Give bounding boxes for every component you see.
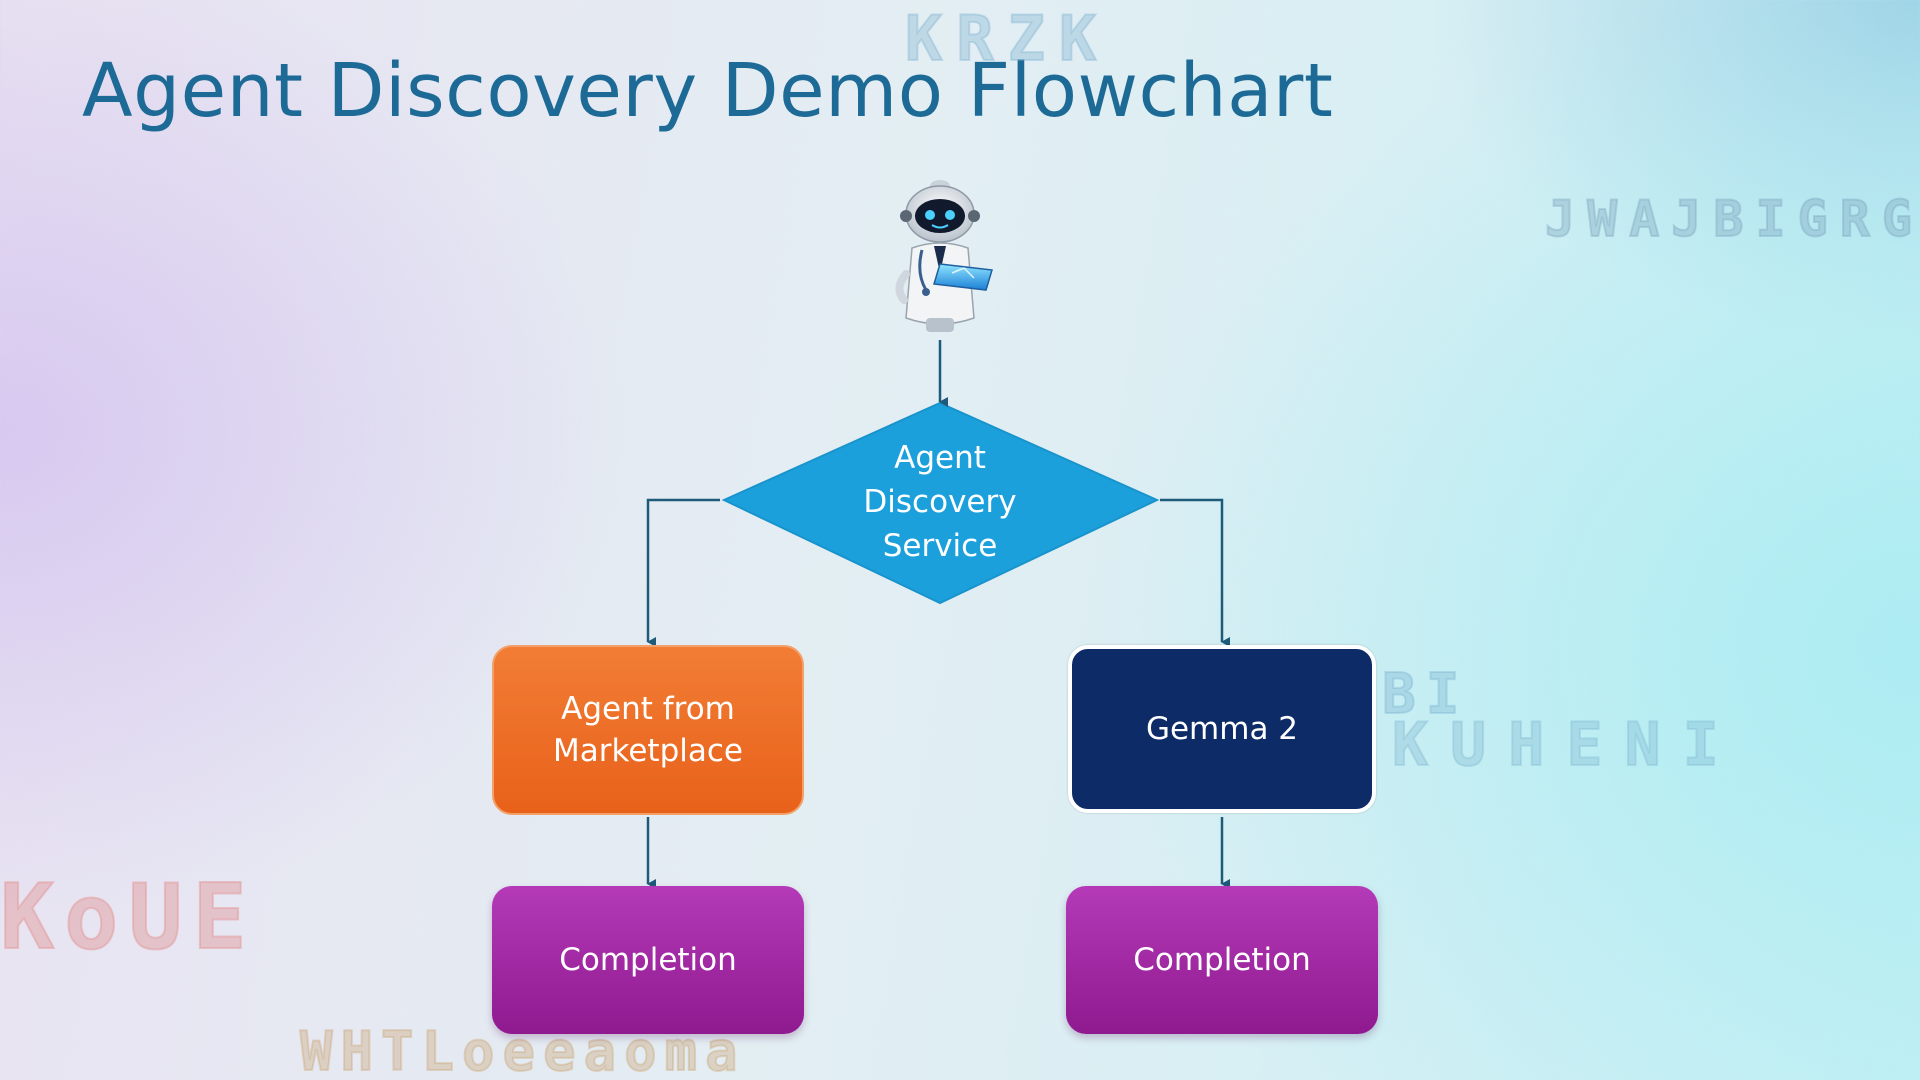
connector-decision-to-gemma: [1160, 498, 1230, 647]
decorative-watermark-mid-upper: BI: [1381, 661, 1470, 728]
agent-from-marketplace-label: Agent from Marketplace: [553, 691, 743, 769]
decorative-watermark-left: KoUE: [0, 864, 257, 971]
agent-from-marketplace-node: Agent from Marketplace: [492, 645, 804, 815]
completion-right-label: Completion: [1133, 942, 1311, 978]
connector-decision-to-marketplace: [646, 498, 720, 647]
gemma-2-label: Gemma 2: [1145, 711, 1299, 747]
slide-title: Agent Discovery Demo Flowchart: [82, 48, 1334, 134]
decorative-watermark-top: KRZK: [904, 1, 1111, 76]
completion-left-label: Completion: [559, 942, 737, 978]
completion-right-node: Completion: [1066, 886, 1378, 1034]
decorative-watermark-mid-lower: KUHENI: [1391, 709, 1741, 781]
completion-left-node: Completion: [492, 886, 804, 1034]
gemma-2-node: Gemma 2: [1068, 645, 1376, 813]
decision-label: Agent Discovery Service: [863, 440, 1017, 564]
robot-doctor-icon: [895, 180, 993, 332]
decision-diamond: [721, 401, 1160, 605]
decorative-watermark-right: JWAJBIGRG: [1544, 189, 1920, 249]
